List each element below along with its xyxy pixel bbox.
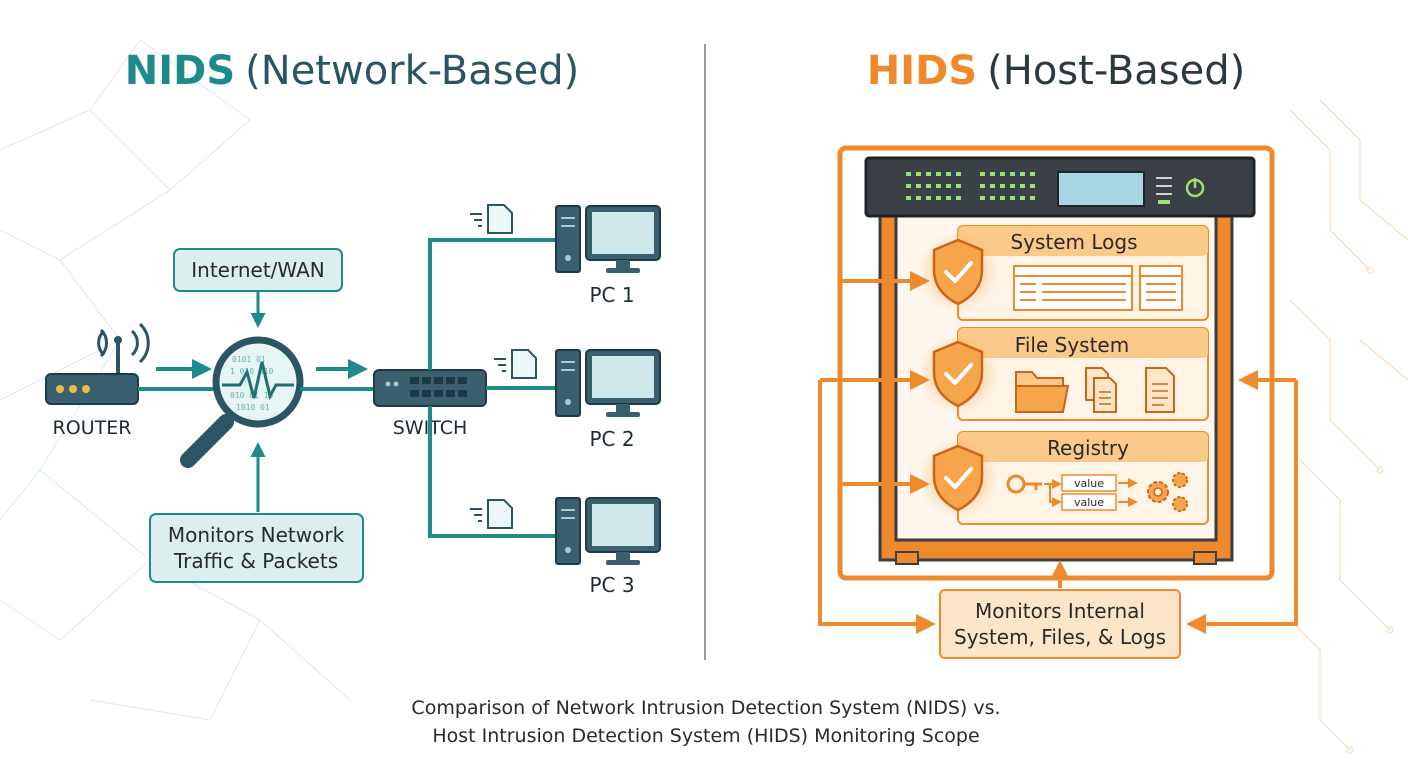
pc-2-label: PC 2: [589, 427, 634, 451]
switch-to-pc-links: [428, 238, 556, 538]
registry-value-1: value: [1074, 477, 1104, 490]
shield-check-icon: [918, 438, 998, 518]
router-label: ROUTER: [53, 417, 132, 439]
hids-background-pattern: [1289, 99, 1408, 754]
pc-2-icon: [555, 349, 661, 417]
pc-1-icon: [555, 205, 661, 273]
hids-inbound-arrows: [818, 271, 1298, 634]
gears-icon: [1147, 472, 1188, 512]
svg-text:010 01 10: 010 01 10: [230, 391, 274, 400]
nids-monitor-box: [149, 513, 364, 583]
nids-title-abbr: NIDS: [125, 48, 235, 94]
hids-monitor-line2: System, Files, & Logs: [954, 625, 1166, 649]
registry-value-1-box: [1061, 474, 1117, 492]
section-system-logs: System Logs: [957, 225, 1209, 321]
hids-title-rest: (Host-Based): [987, 48, 1245, 94]
document-packet-icon: [470, 204, 537, 529]
hids-title-abbr: HIDS: [867, 48, 977, 94]
document-icon: [1145, 367, 1175, 413]
shield-check-icon: [918, 334, 998, 414]
section-file-system: File System: [957, 327, 1209, 421]
registry-value-2: value: [1074, 496, 1104, 509]
nids-title: NIDS(Network-Based): [125, 48, 579, 94]
pc-3-label: PC 3: [589, 573, 634, 597]
key-icon: [1006, 474, 1042, 494]
hids-title: HIDS(Host-Based): [867, 48, 1245, 94]
shield-check-icon: [918, 232, 998, 312]
pc-3-icon: [555, 497, 661, 565]
switch-icon: [373, 369, 487, 407]
registry-value-2-box: [1061, 493, 1117, 511]
folder-icon: [1015, 371, 1070, 413]
nids-monitor-line1: Monitors Network: [168, 523, 345, 547]
section-system-logs-label: System Logs: [1010, 230, 1137, 254]
nids-background-pattern: [0, 39, 351, 721]
power-icon: [1185, 178, 1205, 198]
internet-wan-label: Internet/WAN: [191, 258, 324, 282]
magnifier-waveform-icon: 0101 01 1 010 010 010 01 10 1010 01: [180, 336, 304, 468]
log-table-icon: [1013, 265, 1183, 311]
section-registry: Registry value value: [957, 431, 1209, 525]
svg-text:1 010 010: 1 010 010: [230, 367, 274, 376]
section-file-system-label: File System: [1015, 333, 1129, 357]
pc-1-label: PC 1: [589, 283, 634, 307]
nids-title-rest: (Network-Based): [245, 48, 579, 94]
router-icon: [45, 322, 150, 405]
nids-monitor-line2: Traffic & Packets: [173, 549, 338, 573]
svg-text:1010 01: 1010 01: [236, 403, 270, 412]
caption-line-2: Host Intrusion Detection System (HIDS) M…: [432, 725, 979, 747]
section-registry-label: Registry: [1047, 436, 1129, 460]
caption-line-1: Comparison of Network Intrusion Detectio…: [411, 697, 1000, 719]
hids-monitor-line1: Monitors Internal: [975, 599, 1145, 623]
hids-monitor-box: [939, 589, 1181, 659]
documents-icon: [1085, 367, 1117, 413]
svg-text:0101 01: 0101 01: [232, 355, 266, 364]
